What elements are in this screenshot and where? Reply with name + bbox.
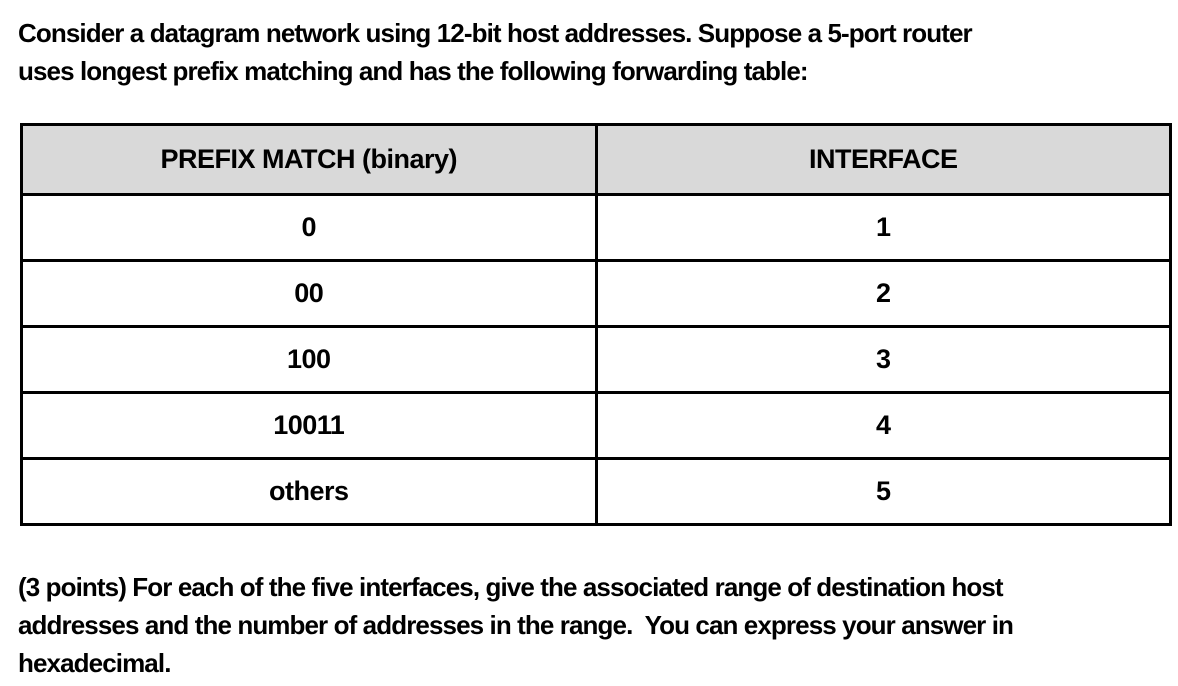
table-header-row: PREFIX MATCH (binary) INTERFACE xyxy=(20,123,1172,196)
table-row: others 5 xyxy=(20,457,1172,526)
intro-paragraph: Consider a datagram network using 12-bit… xyxy=(18,14,1160,90)
interface-cell: 1 xyxy=(594,193,1172,262)
prefix-cell: 10011 xyxy=(20,391,598,460)
intro-line-1: Consider a datagram network using 12-bit… xyxy=(18,18,973,48)
intro-line-2: uses longest prefix matching and has the… xyxy=(18,56,809,86)
column-header-prefix-match: PREFIX MATCH (binary) xyxy=(20,123,598,196)
prefix-cell: others xyxy=(20,457,598,526)
question-line-3: hexadecimal. xyxy=(18,648,171,678)
interface-cell: 4 xyxy=(594,391,1172,460)
table-row: 10011 4 xyxy=(20,391,1172,460)
column-header-interface: INTERFACE xyxy=(594,123,1172,196)
interface-cell: 2 xyxy=(594,259,1172,328)
table-row: 0 1 xyxy=(20,193,1172,262)
interface-cell: 5 xyxy=(594,457,1172,526)
table-row: 00 2 xyxy=(20,259,1172,328)
prefix-cell: 0 xyxy=(20,193,598,262)
question-line-1: (3 points) For each of the five interfac… xyxy=(18,572,1004,602)
question-paragraph: (3 points) For each of the five interfac… xyxy=(18,568,1160,682)
question-line-2: addresses and the number of addresses in… xyxy=(18,610,1014,640)
prefix-cell: 00 xyxy=(20,259,598,328)
interface-cell: 3 xyxy=(594,325,1172,394)
forwarding-table: PREFIX MATCH (binary) INTERFACE 0 1 00 2… xyxy=(20,123,1172,526)
table-row: 100 3 xyxy=(20,325,1172,394)
prefix-cell: 100 xyxy=(20,325,598,394)
